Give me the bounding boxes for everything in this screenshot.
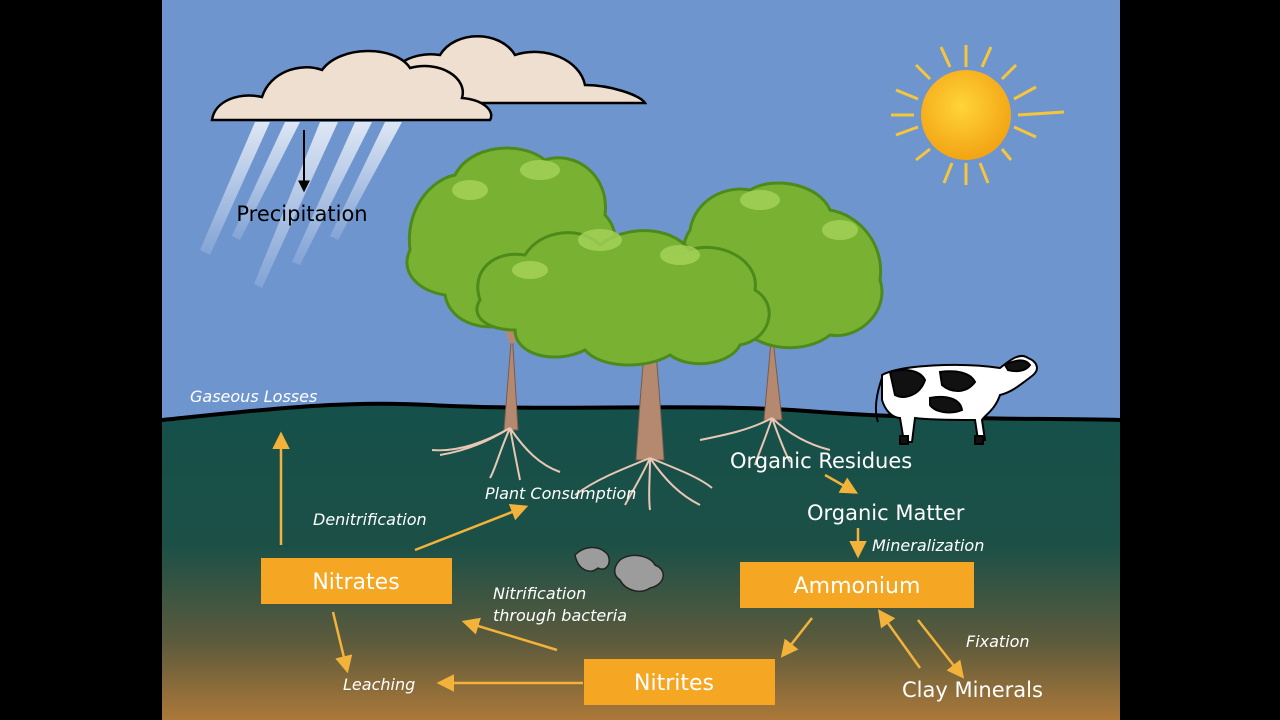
clay-minerals-label: Clay Minerals	[902, 678, 1043, 702]
plant-consumption-label: Plant Consumption	[485, 484, 636, 503]
arrow-to-nitrites	[780, 617, 813, 658]
nitrites-box	[584, 659, 775, 705]
sun-icon	[891, 45, 1065, 185]
arrow-to-leaching	[331, 611, 353, 674]
arrow-plant-consumption	[414, 503, 529, 552]
arrow-nitrification	[461, 617, 558, 652]
ammonium-label: Ammonium	[794, 574, 921, 599]
cycle-arrows	[272, 431, 965, 692]
denitrification-label: Denitrification	[313, 510, 427, 529]
fixation-label: Fixation	[966, 632, 1030, 651]
cow-icon	[874, 354, 1038, 445]
trees	[405, 146, 884, 511]
nitrates-label: Nitrates	[312, 570, 399, 595]
leaching-label: Leaching	[343, 675, 415, 694]
rain	[200, 122, 402, 288]
mineralization-label: Mineralization	[872, 536, 984, 555]
cloud-icon	[210, 35, 648, 122]
gaseous-losses-label: Gaseous Losses	[190, 387, 317, 406]
rock-icon	[574, 546, 664, 592]
organic-matter-label: Organic Matter	[807, 501, 965, 525]
organic-residues-label: Organic Residues	[730, 449, 912, 473]
nitrites-label: Nitrites	[634, 671, 714, 696]
nitrification-label-line2: through bacteria	[493, 606, 627, 625]
nitrates-box	[261, 558, 452, 604]
arrow-fixation	[917, 619, 965, 679]
arrow-organic-matter	[824, 473, 859, 494]
precipitation-label: Precipitation	[236, 202, 367, 226]
arrow-to-ammonium	[877, 609, 922, 669]
nitrification-label-line1: Nitrification	[493, 584, 586, 603]
ammonium-box	[740, 562, 974, 608]
